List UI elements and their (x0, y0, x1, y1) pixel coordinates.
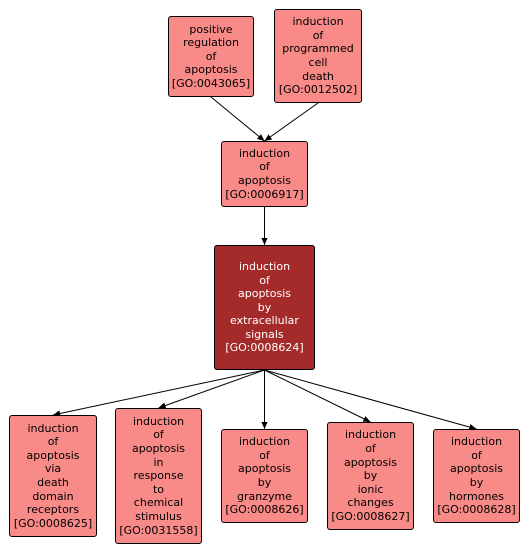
edge-extracellular_signals-to-ionic_changes (264, 369, 371, 423)
node-induction-of-apoptosis-in-response-to-chemical-stimulus[interactable]: induction of apoptosis in response to ch… (115, 408, 202, 544)
edge-programmed_cell_death-to-induction_apoptosis (264, 102, 319, 142)
node-induction-of-apoptosis[interactable]: induction of apoptosis [GO:0006917] (221, 141, 308, 207)
node-induction-of-apoptosis-by-granzyme[interactable]: induction of apoptosis by granzyme [GO:0… (221, 429, 308, 523)
edge-positive_regulation-to-induction_apoptosis (210, 96, 265, 142)
node-induction-of-apoptosis-by-hormones[interactable]: induction of apoptosis by hormones [GO:0… (433, 429, 520, 523)
edge-extracellular_signals-to-chemical_stimulus (158, 369, 265, 409)
node-positive-regulation-of-apoptosis[interactable]: positive regulation of apoptosis [GO:004… (168, 16, 254, 97)
node-induction-of-apoptosis-by-extracellular-signals[interactable]: induction of apoptosis by extracellular … (214, 245, 315, 370)
edge-extracellular_signals-to-hormones (264, 369, 477, 431)
node-induction-of-programmed-cell-death[interactable]: induction of programmed cell death [GO:0… (274, 9, 362, 103)
node-induction-of-apoptosis-by-ionic-changes[interactable]: induction of apoptosis by ionic changes … (327, 422, 414, 530)
edge-extracellular_signals-to-death_domain (52, 369, 265, 417)
node-induction-of-apoptosis-via-death-domain-receptors[interactable]: induction of apoptosis via death domain … (9, 415, 97, 537)
